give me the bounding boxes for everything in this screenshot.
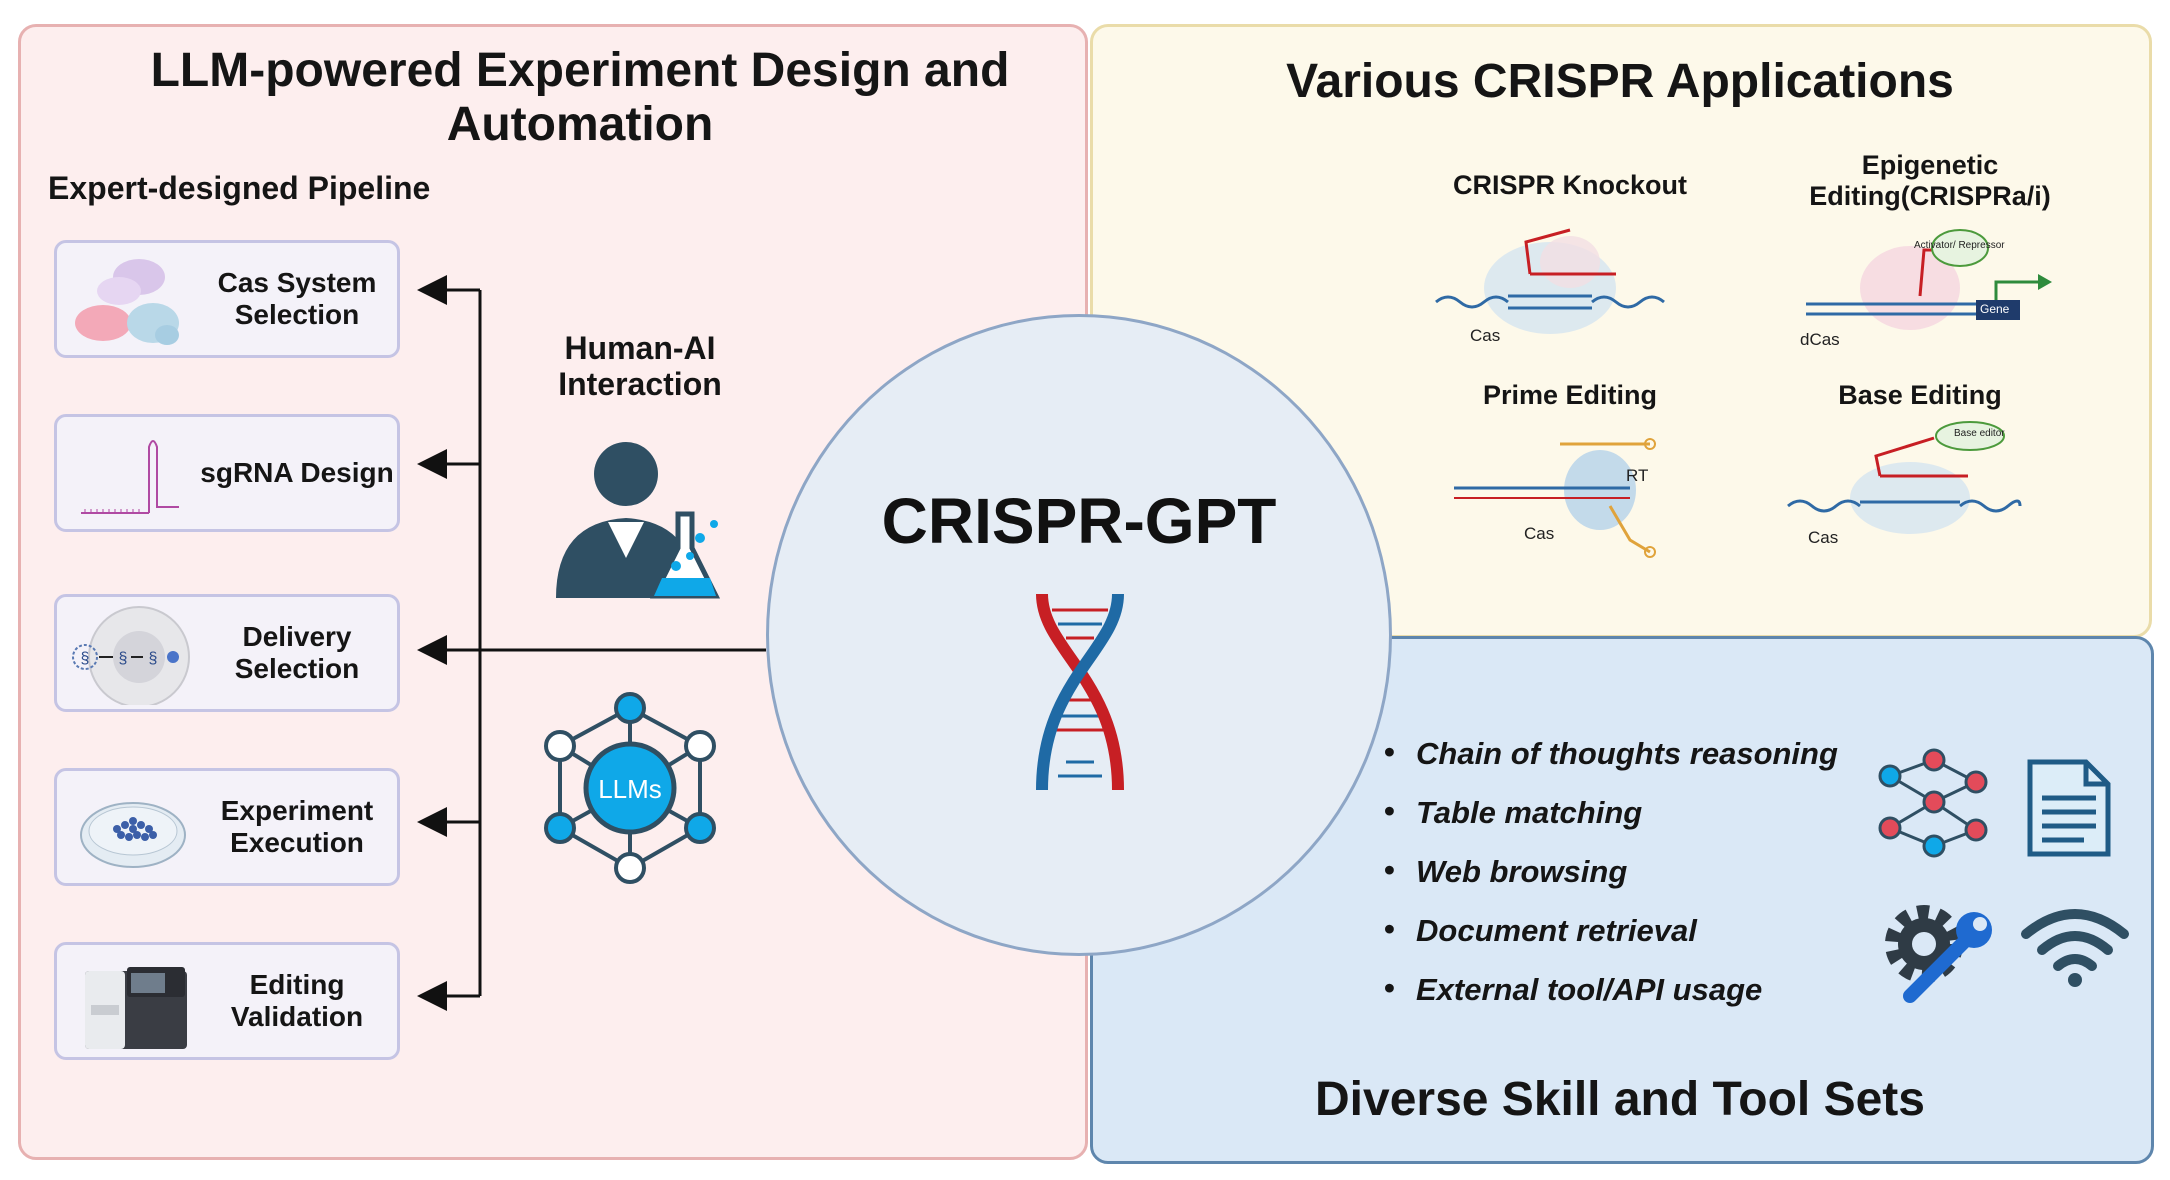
neural-network-icon	[1878, 748, 1988, 858]
cell-delivery-icon: § § §	[72, 606, 190, 705]
svg-text:§: §	[119, 650, 128, 667]
card-sgrna-design[interactable]: sgRNA Design	[54, 414, 400, 532]
skill-item: Chain of thoughts reasoning	[1384, 734, 1838, 795]
llm-network-icon: LLMs	[544, 692, 716, 884]
app-prime-label: Prime Editing	[1482, 380, 1658, 410]
skills-title: Diverse Skill and Tool Sets	[1315, 1073, 1925, 1126]
app-base-label: Base Editing	[1838, 380, 2002, 410]
card-label: Editing Validation	[230, 969, 364, 1032]
card-editing-validation[interactable]: Editing Validation	[54, 942, 400, 1060]
app-knockout-label: CRISPR Knockout	[1452, 170, 1687, 200]
base-cas-label: Cas	[1808, 528, 1839, 547]
sequencer-instrument-icon	[85, 967, 187, 1049]
document-icon	[2027, 759, 2111, 857]
skill-item: Table matching	[1384, 793, 1838, 854]
knockout-diagram-icon	[1435, 228, 1665, 334]
epigenetic-diagram-icon	[1806, 229, 2052, 330]
skill-item: Document retrieval	[1384, 911, 1838, 972]
sgrna-icon	[81, 440, 179, 514]
card-label: Experiment Execution	[220, 795, 374, 858]
epigenetic-gene-tag: Gene	[1980, 302, 2010, 316]
card-cas-system-selection[interactable]: Cas System Selection	[54, 240, 400, 358]
base-editor-tag: Base editor	[1954, 428, 2005, 439]
knockout-cas-label: Cas	[1470, 326, 1501, 345]
scientist-icon	[556, 442, 721, 599]
left-panel-title: LLM-powered Experiment Design and Automa…	[150, 44, 1010, 151]
prime-editing-diagram-icon	[1454, 438, 1656, 558]
base-editing-diagram-icon	[1787, 421, 2022, 534]
card-experiment-execution[interactable]: Experiment Execution	[54, 768, 400, 886]
crispr-gpt-hub	[766, 314, 1392, 956]
card-label: Delivery Selection	[234, 621, 360, 684]
pipeline-title: Expert-designed Pipeline	[48, 170, 431, 206]
card-label: sgRNA Design	[200, 457, 394, 488]
card-label: Cas System Selection	[217, 267, 377, 330]
svg-text:§: §	[81, 650, 90, 667]
skills-list: Chain of thoughts reasoning Table matchi…	[1384, 734, 1838, 1031]
applications-title: Various CRISPR Applications	[1286, 55, 1954, 108]
prime-cas-label: Cas	[1524, 524, 1555, 543]
crispr-gpt-title: CRISPR-GPT	[881, 485, 1277, 557]
wifi-icon	[2021, 909, 2129, 987]
skill-item: External tool/API usage	[1384, 970, 1838, 1031]
prime-rt-label: RT	[1626, 466, 1649, 485]
epigenetic-activator-tag: Activator/ Repressor	[1914, 240, 2005, 251]
svg-text:§: §	[149, 650, 158, 667]
llm-label: LLMs	[598, 774, 662, 804]
petri-dish-icon	[80, 802, 186, 868]
protein-blob-icon	[75, 259, 179, 345]
card-delivery-selection[interactable]: § § § Delivery Selection	[54, 594, 400, 712]
dna-helix-icon	[1036, 593, 1124, 791]
epigenetic-dcas-label: dCas	[1800, 330, 1840, 349]
human-ai-interaction-label: Human-AI Interaction	[558, 330, 722, 402]
settings-wrench-icon	[1885, 905, 1992, 1003]
skill-item: Web browsing	[1384, 852, 1838, 913]
app-epigenetic-label: Epigenetic Editing(CRISPRa/i)	[1809, 150, 2051, 211]
